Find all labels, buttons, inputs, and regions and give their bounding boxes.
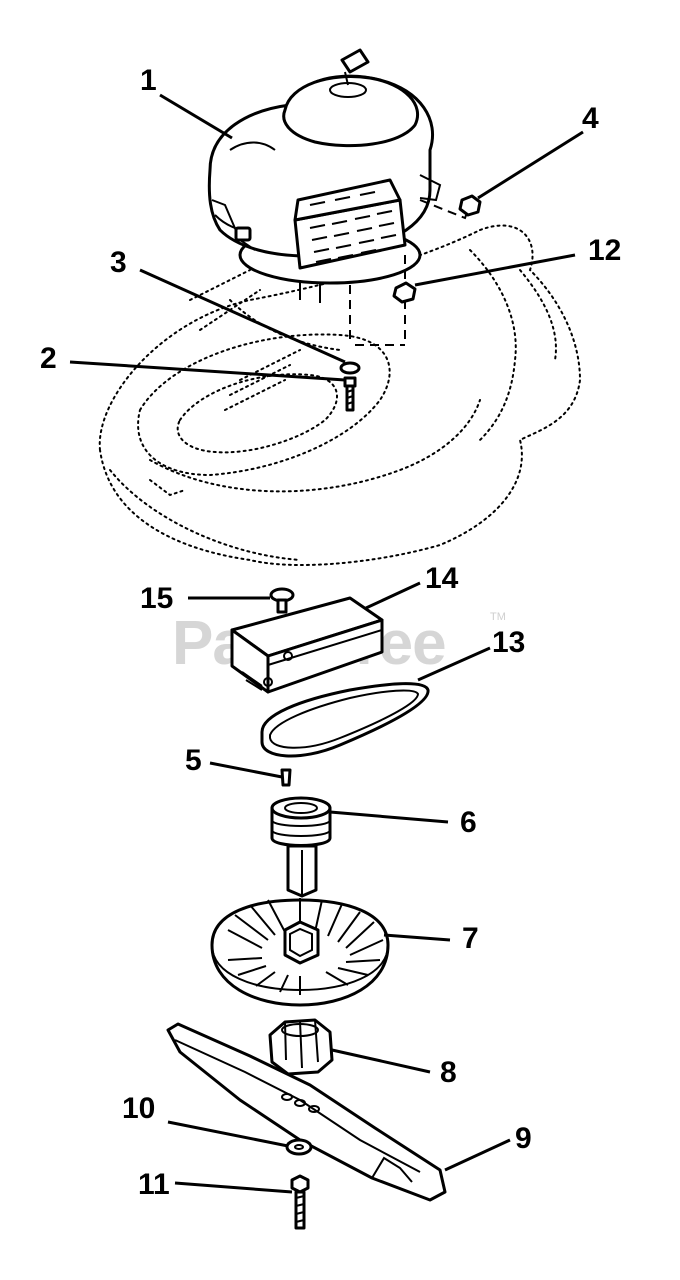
callout-5: 5 xyxy=(185,744,202,777)
nut-part-12 xyxy=(392,281,417,304)
leader-lines xyxy=(69,93,584,1194)
blade-part-9 xyxy=(166,1022,447,1202)
bolt-part-11 xyxy=(290,1174,310,1230)
bracket-part-14 xyxy=(230,596,384,694)
callout-2: 2 xyxy=(40,342,57,375)
callout-3: 3 xyxy=(110,246,127,279)
callout-9: 9 xyxy=(515,1122,532,1155)
key-part-5 xyxy=(280,768,292,787)
watermark-tm: TM xyxy=(490,611,506,623)
bolt-part-2 xyxy=(343,376,357,412)
callout-1: 1 xyxy=(140,64,157,97)
bolt-part-15 xyxy=(269,587,295,614)
belt-part-13 xyxy=(260,682,430,758)
callout-4: 4 xyxy=(582,102,599,135)
callout-12: 12 xyxy=(588,234,621,267)
washer-part-3 xyxy=(339,361,361,375)
callout-13: 13 xyxy=(492,626,525,659)
callout-7: 7 xyxy=(462,922,479,955)
washer-part-10 xyxy=(285,1138,313,1156)
pulley-part-6 xyxy=(270,796,332,898)
callout-8: 8 xyxy=(440,1056,457,1089)
fan-part-7 xyxy=(210,898,390,1007)
callout-10: 10 xyxy=(122,1092,155,1125)
mower-deck-outline xyxy=(98,224,582,566)
hub-part-8 xyxy=(268,1018,334,1076)
callout-11: 11 xyxy=(138,1168,170,1201)
engine xyxy=(207,48,442,303)
nut-part-4 xyxy=(458,194,482,217)
callout-numbers: 1 2 3 4 5 6 7 8 9 10 11 12 13 14 15 xyxy=(40,64,621,1201)
callout-15: 15 xyxy=(140,582,173,615)
callout-14: 14 xyxy=(425,562,459,595)
callout-6: 6 xyxy=(460,806,477,839)
